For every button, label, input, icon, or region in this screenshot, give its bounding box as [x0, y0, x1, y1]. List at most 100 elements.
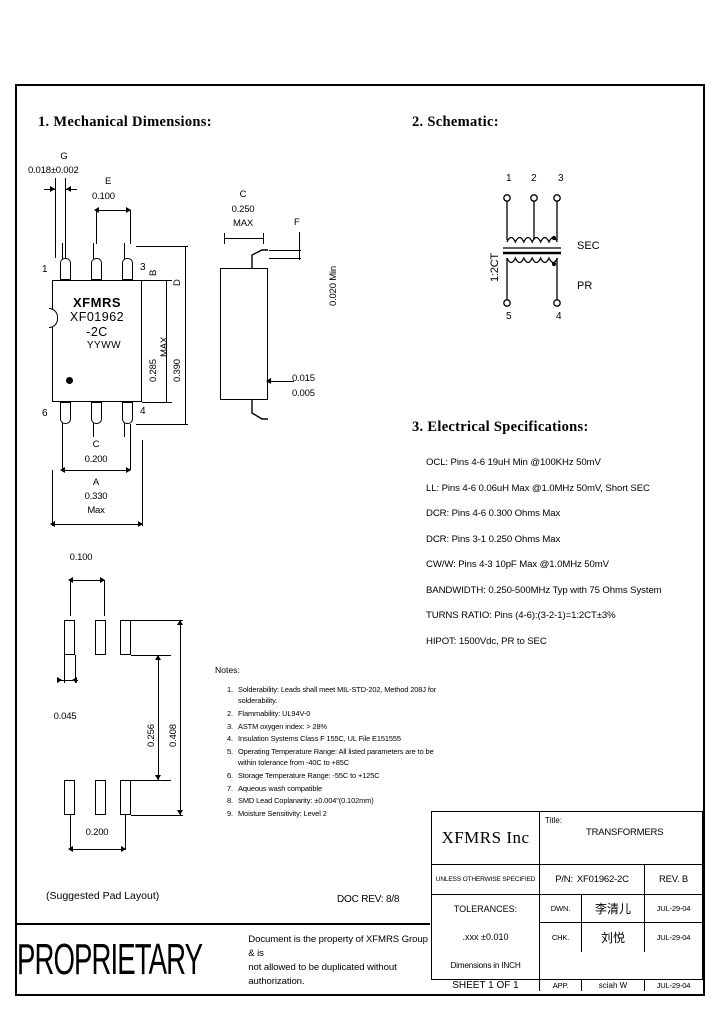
note-item: 1.Solderability: Leads shall meet MIL-ST… — [227, 684, 438, 706]
signature-app: sciah W — [598, 981, 628, 990]
ext-pad-width-left — [64, 655, 65, 683]
dim-line-outer-span — [180, 620, 181, 815]
note-number: 5. — [227, 747, 233, 757]
note-item: 5.Operating Temperature Range: All liste… — [227, 746, 438, 768]
role-app: APP. — [552, 981, 569, 990]
revision: REV. B — [658, 874, 689, 885]
proprietary-word: PROPRIETARY — [17, 935, 203, 984]
date-dwn: JUL-29-04 — [656, 904, 691, 913]
marking-line-4: YYWW — [86, 339, 122, 351]
note-number: 4. — [227, 734, 233, 744]
note-number: 7. — [227, 783, 233, 793]
ext-inner-span-top — [131, 655, 171, 656]
section-schematic-heading: 2. Schematic: — [412, 114, 499, 130]
section-mechanical-heading: 1. Mechanical Dimensions: — [38, 114, 212, 130]
arrow-c2-right-icon — [126, 467, 131, 473]
schematic-transformer-symbol — [495, 190, 585, 310]
note-number: 8. — [227, 796, 233, 806]
dim-b-max: MAX — [159, 337, 170, 357]
ext-line-g-right — [65, 178, 66, 258]
spec-item: CW/W: Pins 4-3 10pF Max @1.0MHz 50mV — [426, 559, 609, 570]
ext-line-a-right — [142, 440, 143, 526]
leader-line-lead-thickness — [270, 381, 294, 382]
drawing-sheet-border — [15, 84, 705, 996]
dim-c-value: 0.250 — [231, 204, 255, 215]
arrow-lead-thickness-icon — [266, 378, 271, 384]
dim-c2-value: 0.200 — [84, 454, 108, 465]
note-text: Moisture Sensitivity: Level 2 — [238, 809, 327, 819]
inner-span-value: 0.256 — [146, 724, 157, 747]
schematic-turns-ratio: 1:2CT — [489, 253, 501, 282]
spec-item: DCR: Pins 3-1 0.250 Ohms Max — [426, 533, 561, 545]
ext-line-a-left — [52, 470, 53, 526]
tolerance-value: .xxx ±0.010 — [462, 932, 509, 942]
pad-4 — [120, 780, 131, 815]
arrow-g-left-icon — [50, 186, 55, 192]
lead-2 — [91, 258, 102, 280]
dim-f-value: 0.020 Min — [328, 266, 339, 306]
lead-2-tip — [93, 243, 94, 259]
gullwing-lead-bottom — [251, 399, 269, 423]
date-app: JUL-29-04 — [656, 981, 691, 990]
lead-3-tip — [124, 243, 125, 259]
arrow-g-right-icon — [66, 186, 71, 192]
pad-pitch-dim-line — [70, 580, 104, 581]
ext-outer-span-top — [131, 620, 183, 621]
schematic-sec-label: SEC — [577, 240, 600, 252]
dim-line-d — [185, 246, 186, 424]
dim-lead-thick-max: 0.015 — [292, 373, 315, 384]
marking-line-3: -2C — [86, 325, 108, 340]
note-item: 6.Storage Temperature Range: -55C to +12… — [227, 770, 438, 781]
dim-e-value: 0.100 — [92, 191, 115, 202]
schematic-pin-5: 5 — [506, 311, 512, 322]
arrow-a-right-icon — [138, 521, 143, 527]
notes-list: 1.Solderability: Leads shall meet MIL-ST… — [227, 684, 438, 821]
note-text: Aqueous wash compatible — [238, 783, 322, 793]
pad-3 — [120, 620, 131, 655]
note-item: 3.ASTM oxygen index: > 28% — [227, 721, 438, 732]
dim-line-a — [52, 524, 142, 525]
row-span-value: 0.200 — [85, 827, 109, 838]
dim-line-c — [224, 238, 264, 239]
arrow-outer-span-bottom-icon — [177, 810, 183, 815]
note-number: 9. — [227, 809, 233, 819]
pin-number-4: 4 — [140, 406, 146, 417]
note-text: ASTM oxygen index: > 28% — [238, 721, 328, 731]
ext-inner-span-bottom — [131, 780, 171, 781]
dim-c2-label: C — [92, 439, 100, 450]
spec-item: TURNS RATIO: Pins (4-6):(3-2-1)=1:2CT±3% — [426, 610, 616, 621]
marking-line-2: XF01962 — [69, 310, 125, 325]
ext-line-c2-right — [130, 424, 131, 470]
lead-1 — [60, 258, 71, 280]
units-label: Dimensions in INCH — [450, 961, 521, 970]
notes-title: Notes: — [215, 665, 240, 675]
electrical-spec-list: OCL: Pins 4-6 19uH Min @100KHz 50mV LL: … — [426, 450, 662, 654]
schematic-pr-label: PR — [577, 280, 593, 292]
dim-arrow-line-g-right — [66, 189, 77, 190]
unless-otherwise-specified: UNLESS OTHERWISE SPECIFIED — [435, 876, 536, 883]
pad-5 — [95, 780, 106, 815]
note-number: 2. — [227, 708, 233, 718]
ext-line-d-bottom — [136, 424, 188, 425]
outer-span-value: 0.408 — [168, 724, 179, 747]
arrow-e-right-icon — [126, 207, 131, 213]
spec-item: HIPOT: 1500Vdc, PR to SEC — [426, 635, 547, 647]
pin-number-1: 1 — [42, 264, 48, 275]
pad-width-value: 0.045 — [53, 711, 77, 722]
sheet-number: SHEET 1 OF 1 — [452, 980, 519, 991]
arrow-inner-span-bottom-icon — [155, 775, 161, 780]
arrow-c2-left-icon — [60, 467, 65, 473]
role-dwn: DWN. — [550, 904, 571, 913]
role-chk: CHK. — [551, 933, 570, 942]
section-electrical-heading: 3. Electrical Specifications: — [412, 419, 589, 435]
ext-line-g-left — [55, 178, 56, 258]
schematic-pin-3: 3 — [558, 173, 564, 184]
dim-arrow-line-g-left — [44, 189, 55, 190]
lead-4-tip — [124, 423, 125, 437]
note-text: SMD Lead Coplanarity: ±0.004"(0.102mm) — [238, 796, 374, 806]
lead-3 — [122, 258, 133, 280]
lead-6 — [60, 402, 71, 424]
spec-item: OCL: Pins 4-6 19uH Min @100KHz 50mV — [426, 457, 601, 468]
dim-d-label: D — [172, 279, 183, 286]
signature-chk: 刘悦 — [600, 931, 625, 945]
